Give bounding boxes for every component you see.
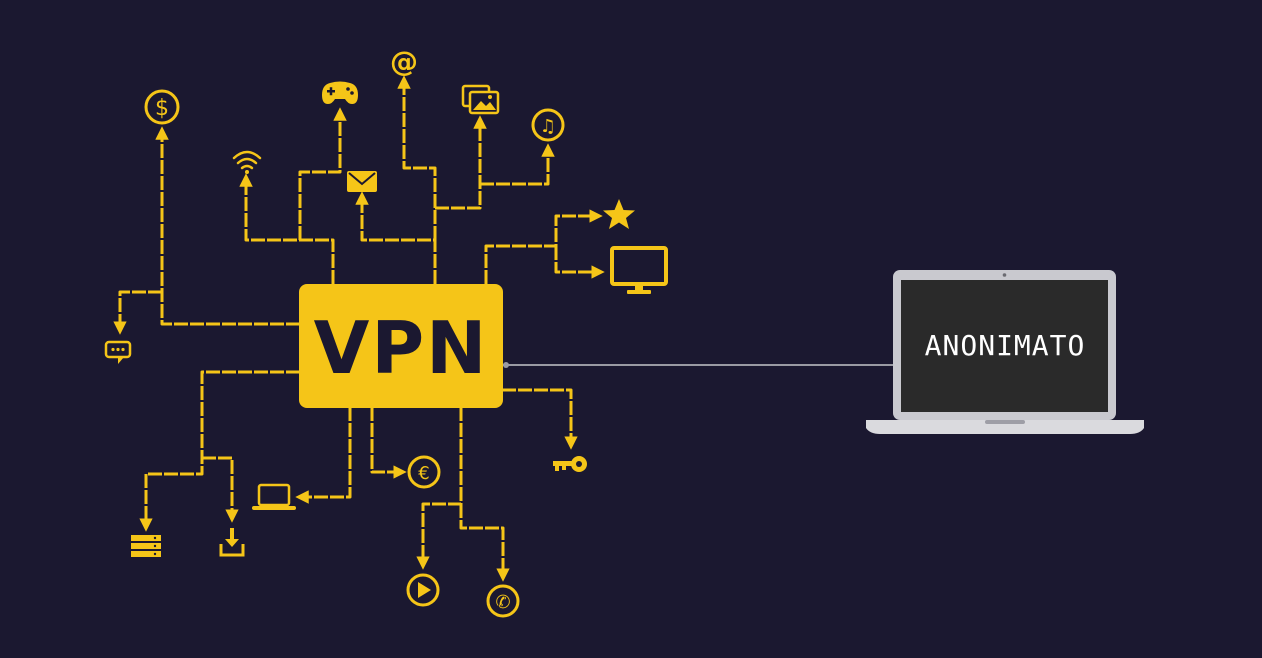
- vpn-label: VPN: [314, 306, 489, 390]
- download-icon: [219, 528, 245, 557]
- line-to-euro: [370, 407, 407, 479]
- svg-text:✆: ✆: [495, 592, 510, 613]
- laptop-notch: [985, 420, 1025, 424]
- laptop-label: ANONIMATO: [925, 329, 1086, 362]
- mail-icon: [347, 171, 377, 192]
- euro-icon: €: [407, 455, 441, 489]
- laptop-camera: [1002, 273, 1007, 277]
- key-icon: [553, 456, 587, 472]
- chat-icon: [104, 340, 132, 364]
- svg-text:@: @: [390, 45, 418, 78]
- svg-text:$: $: [155, 96, 169, 121]
- line-to-play: [416, 407, 463, 570]
- line-to-chat: [113, 290, 162, 335]
- line-to-dollar: [155, 126, 300, 326]
- line-to-pictures: [435, 115, 487, 210]
- server-icon: [131, 535, 161, 557]
- line-to-gamepad: [298, 107, 347, 240]
- laptop-screen: [901, 280, 1108, 412]
- phone-icon: ✆: [486, 584, 520, 618]
- line-to-download: [202, 456, 239, 523]
- line-to-wifi: [239, 173, 335, 284]
- line-to-mail: [355, 191, 437, 284]
- line-to-monitor: [554, 246, 605, 279]
- line-to-star: [484, 209, 603, 284]
- music-icon: ♫: [531, 108, 565, 142]
- laptop-icon: [252, 483, 296, 510]
- svg-text:♫: ♫: [540, 116, 556, 137]
- line-to-music: [480, 143, 555, 186]
- laptop-base: [866, 420, 1144, 434]
- line-to-key: [502, 388, 578, 450]
- wifi-icon: [232, 150, 262, 174]
- gamepad-icon: [322, 81, 358, 104]
- vpn-box: VPN: [299, 284, 503, 408]
- monitor-icon: [610, 246, 668, 294]
- dollar-icon: $: [144, 89, 180, 125]
- line-to-laptop-icon: [295, 407, 352, 504]
- line-to-at: [397, 75, 437, 240]
- connection-lines: [113, 75, 605, 582]
- svg-text:€: €: [418, 463, 429, 484]
- play-icon: [406, 573, 440, 607]
- line-to-phone: [459, 504, 510, 582]
- line-to-server: [139, 370, 300, 532]
- pictures-icon: [461, 84, 500, 115]
- star-icon: [603, 199, 635, 229]
- laptop: ANONIMATO: [866, 270, 1144, 434]
- at-sign-icon: @: [390, 45, 418, 78]
